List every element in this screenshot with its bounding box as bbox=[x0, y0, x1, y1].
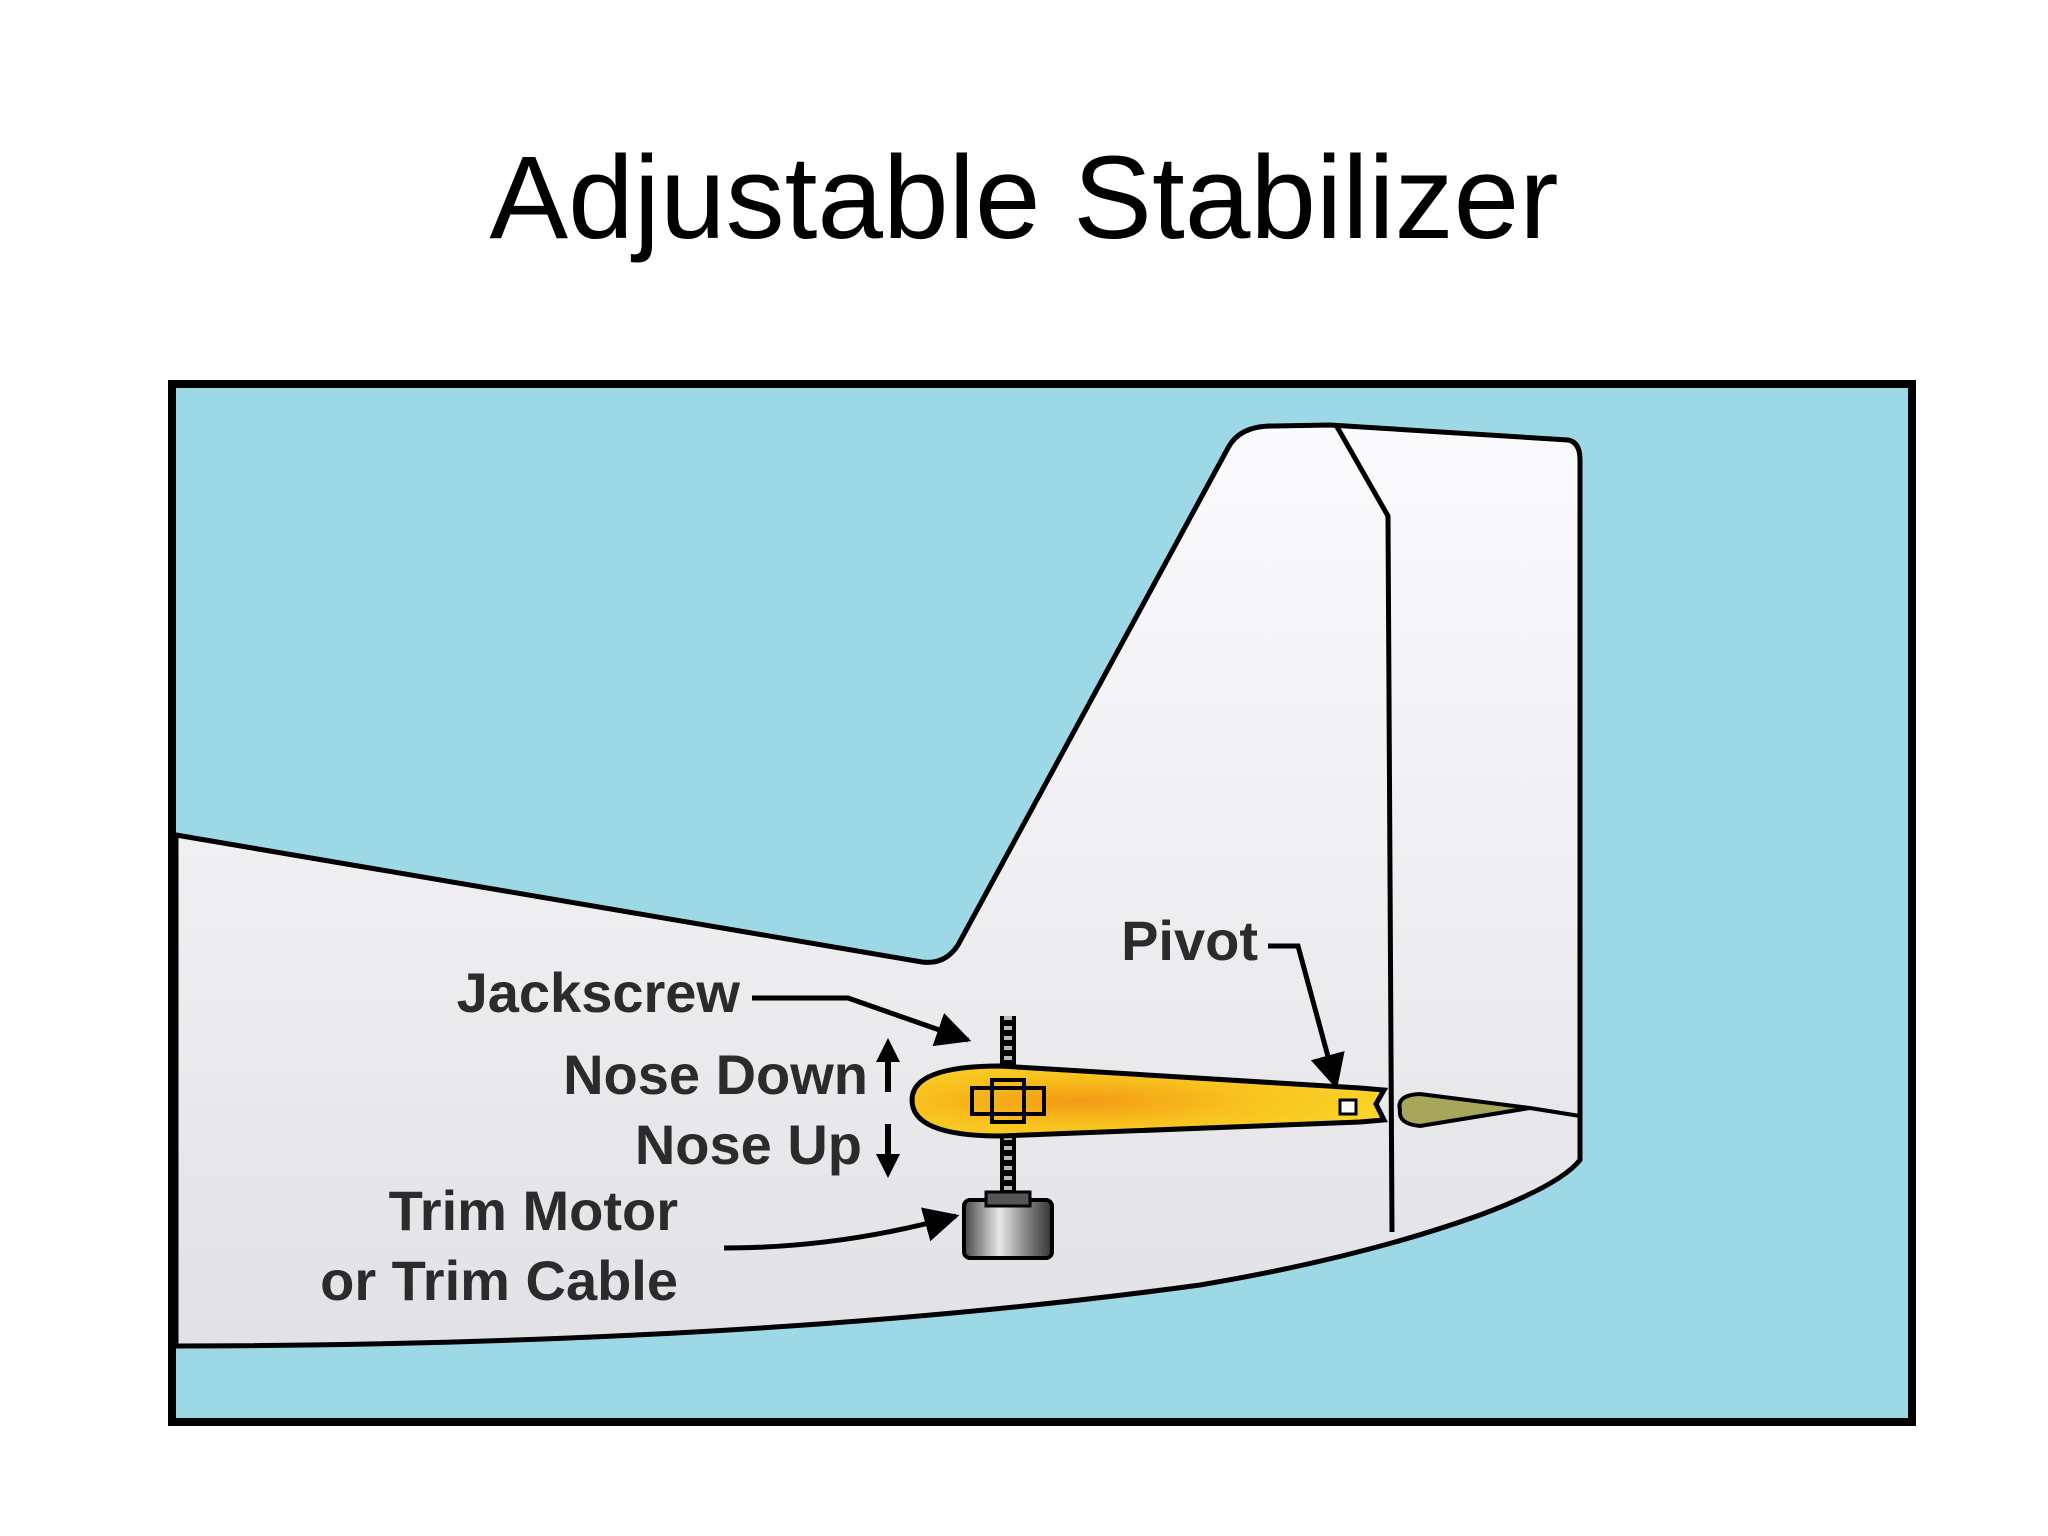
jackscrew-label: Jackscrew bbox=[457, 961, 741, 1024]
diagram-frame bbox=[168, 380, 1916, 1426]
horizontal-stabilizer bbox=[909, 1063, 1389, 1139]
trim-motor-label: Trim Motor bbox=[389, 1179, 678, 1242]
pivot-point bbox=[1338, 1098, 1358, 1116]
nose-up-label: Nose Up bbox=[635, 1113, 862, 1176]
nose-down-arrow-icon bbox=[876, 1038, 900, 1092]
nose-up-arrow-icon bbox=[876, 1124, 900, 1178]
jackscrew-nut bbox=[970, 1086, 1046, 1116]
nose-down-label: Nose Down bbox=[563, 1043, 868, 1106]
page-title: Adjustable Stabilizer bbox=[489, 132, 1559, 264]
pivot-label: Pivot bbox=[1121, 909, 1258, 972]
jackscrew-leader bbox=[752, 995, 972, 1047]
trim-cable-label: or Trim Cable bbox=[320, 1249, 678, 1312]
pivot-leader bbox=[1268, 943, 1345, 1090]
rudder-hinge-line bbox=[1333, 423, 1395, 1233]
trim-motor-leader bbox=[723, 1207, 960, 1251]
trim-motor bbox=[962, 1190, 1054, 1260]
